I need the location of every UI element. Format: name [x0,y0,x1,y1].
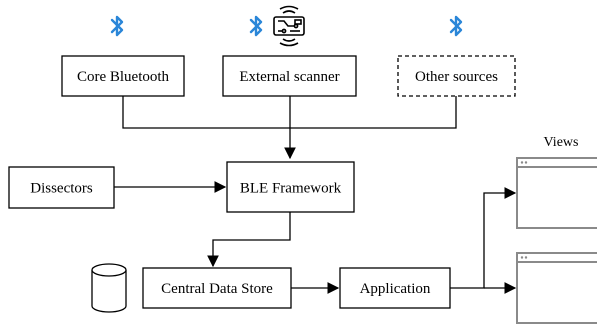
other-sources-box: Other sources [397,55,516,97]
core-bluetooth-label: Core Bluetooth [77,69,170,85]
bluetooth-icon [249,15,263,37]
external-scanner-box: External scanner [222,55,357,97]
bluetooth-icon [110,15,124,37]
external-scanner-label: External scanner [239,69,339,85]
database-cylinder-icon [91,263,127,313]
dissectors-box: Dissectors [8,166,115,209]
ble-framework-box: BLE Framework [226,161,355,213]
dissectors-label: Dissectors [30,181,93,197]
source-merge-connector [122,96,457,160]
app-window-icon [516,252,597,324]
ble-framework-label: BLE Framework [240,181,342,197]
app-window-icon [516,157,597,229]
application-label: Application [360,281,431,297]
bluetooth-icon [449,15,463,37]
framework-to-store-arrow [207,212,291,268]
other-sources-label: Other sources [415,69,498,85]
central-data-store-label: Central Data Store [161,281,273,297]
core-bluetooth-box: Core Bluetooth [61,55,185,97]
scanner-device-icon [273,5,305,47]
central-data-store-box: Central Data Store [142,267,292,309]
application-to-views-arrows [450,187,517,294]
views-label: Views [544,135,579,150]
application-box: Application [339,267,451,309]
